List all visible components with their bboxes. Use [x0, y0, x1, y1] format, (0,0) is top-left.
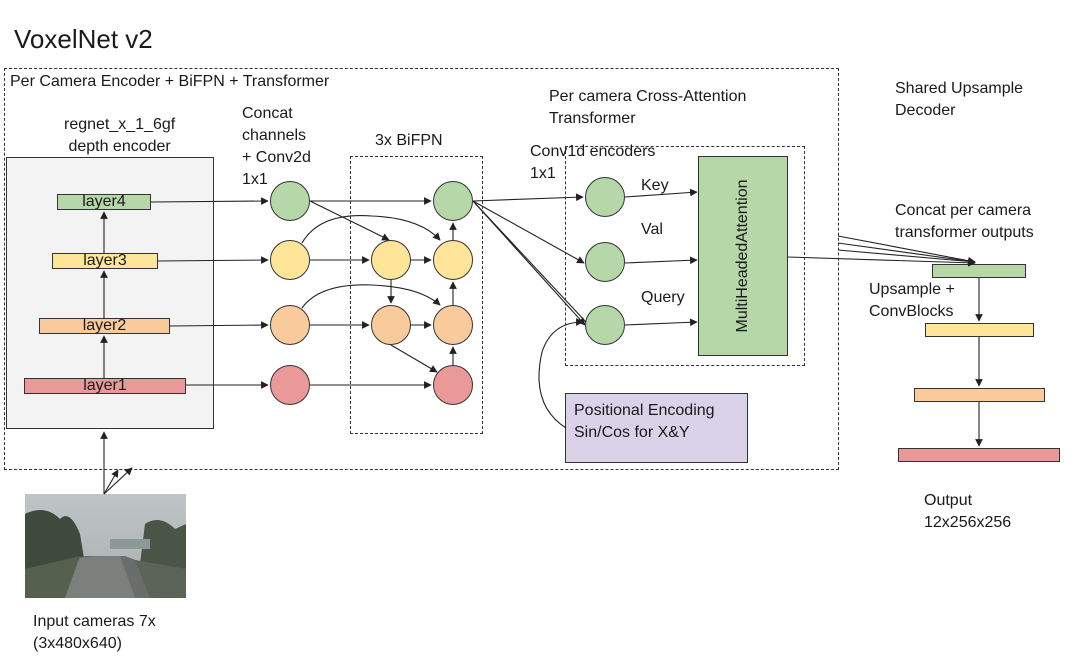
cross-attention-label: Per camera Cross-Attention Transformer — [549, 88, 747, 127]
bifpn-box — [350, 156, 483, 434]
bifpn-mid-node-2 — [371, 305, 411, 345]
bifpn-mid-node-3 — [371, 240, 411, 280]
concat-outputs-label: Concat per camera transformer outputs — [895, 202, 1034, 241]
conv1d-label: Conv1d encoders 1x1 — [530, 143, 656, 182]
cross-attention-box — [565, 146, 805, 366]
bifpn-out-node-4 — [433, 181, 473, 221]
layer1-bar: layer1 — [24, 378, 186, 394]
decoder-bar-4 — [898, 448, 1060, 462]
bifpn-out-node-1 — [433, 365, 473, 405]
val-node — [585, 242, 625, 282]
encoder-label: regnet_x_1_6gf depth encoder — [64, 116, 176, 155]
layer3-bar: layer3 — [52, 253, 158, 269]
input-camera-image — [25, 494, 186, 598]
key-node — [585, 177, 625, 217]
bifpn-out-node-2 — [433, 305, 473, 345]
per-camera-group-label: Per Camera Encoder + BiFPN + Transformer — [10, 73, 330, 90]
per-camera-group-box — [4, 68, 839, 470]
page-title: VoxelNet v2 — [14, 24, 153, 54]
input-label: Input cameras 7x (3x480x640) — [33, 613, 156, 652]
key-label: Key — [641, 177, 669, 194]
val-label: Val — [641, 221, 663, 238]
query-node — [585, 305, 625, 345]
layer4-bar: layer4 — [57, 194, 151, 210]
concat-node-2 — [270, 305, 310, 345]
concat-node-3 — [270, 240, 310, 280]
decoder-bar-2 — [925, 323, 1034, 337]
multi-headed-attention-block: MultiHeadedAttention — [698, 156, 788, 356]
decoder-bar-1 — [932, 264, 1026, 278]
query-label: Query — [641, 289, 685, 306]
concat-node-1 — [270, 365, 310, 405]
positional-encoding-box: Positional Encoding Sin/Cos for X&Y — [565, 393, 748, 463]
upsample-label: Upsample + ConvBlocks — [869, 281, 955, 320]
shared-decoder-label: Shared Upsample Decoder — [895, 80, 1024, 119]
output-label: Output 12x256x256 — [924, 492, 1012, 531]
layer2-bar: layer2 — [39, 318, 170, 334]
bifpn-label: 3x BiFPN — [375, 132, 443, 149]
concat-node-4 — [270, 181, 310, 221]
decoder-bar-3 — [914, 388, 1045, 402]
concat-label: Concat channels + Conv2d 1x1 — [242, 105, 311, 188]
bifpn-out-node-3 — [433, 240, 473, 280]
positional-encoding-label: Positional Encoding Sin/Cos for X&Y — [574, 402, 715, 441]
